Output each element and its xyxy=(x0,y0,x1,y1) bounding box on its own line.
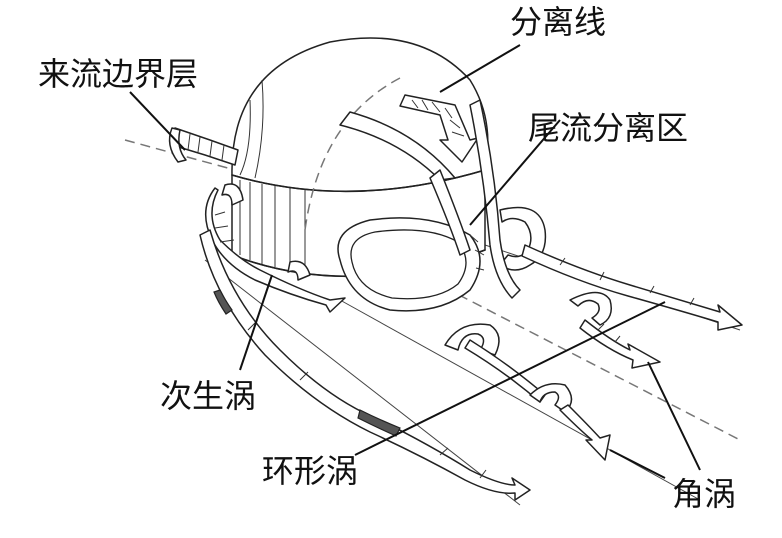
wake-centerline-dashed xyxy=(429,279,741,441)
leader-boundary-layer xyxy=(129,91,186,151)
leader-ring-vortex xyxy=(354,301,666,456)
ground-guide-line-left xyxy=(204,259,521,506)
ring-vortex-ribbon-left xyxy=(199,229,531,501)
body-trailing-ribbon-right xyxy=(469,99,521,299)
incoming-boundary-layer-ribbon xyxy=(168,127,239,166)
leader-separation-line xyxy=(439,44,521,93)
leader-wake-separation xyxy=(469,119,561,226)
corner-vortex-ribbon-upper xyxy=(499,206,743,331)
leader-corner-vortex-upper xyxy=(647,361,701,471)
body-trailing-ribbon-left xyxy=(429,169,471,256)
label-wake-separation-zone: 尾流分离区 xyxy=(528,109,689,147)
label-incoming-boundary-layer: 来流边界层 xyxy=(38,55,199,93)
label-secondary-vortex: 次生涡 xyxy=(160,377,257,415)
leader-corner-vortex-lower xyxy=(609,449,666,479)
label-ring-vortex: 环形涡 xyxy=(262,452,359,490)
dome-separation-dashed-curve xyxy=(304,77,401,231)
leader-secondary-vortex xyxy=(239,274,273,371)
corner-vortex-ribbon-lower xyxy=(569,291,661,369)
separation-ribbon-on-dome xyxy=(339,111,456,181)
wake-vortex-ribbon-center xyxy=(444,323,611,461)
label-separation-line: 分离线 xyxy=(510,3,607,41)
separation-line-arrow-icon xyxy=(399,94,479,163)
wake-guide-line-lower xyxy=(339,299,701,501)
wake-loop-ribbon xyxy=(337,217,485,312)
label-corner-vortex: 角涡 xyxy=(672,475,737,513)
